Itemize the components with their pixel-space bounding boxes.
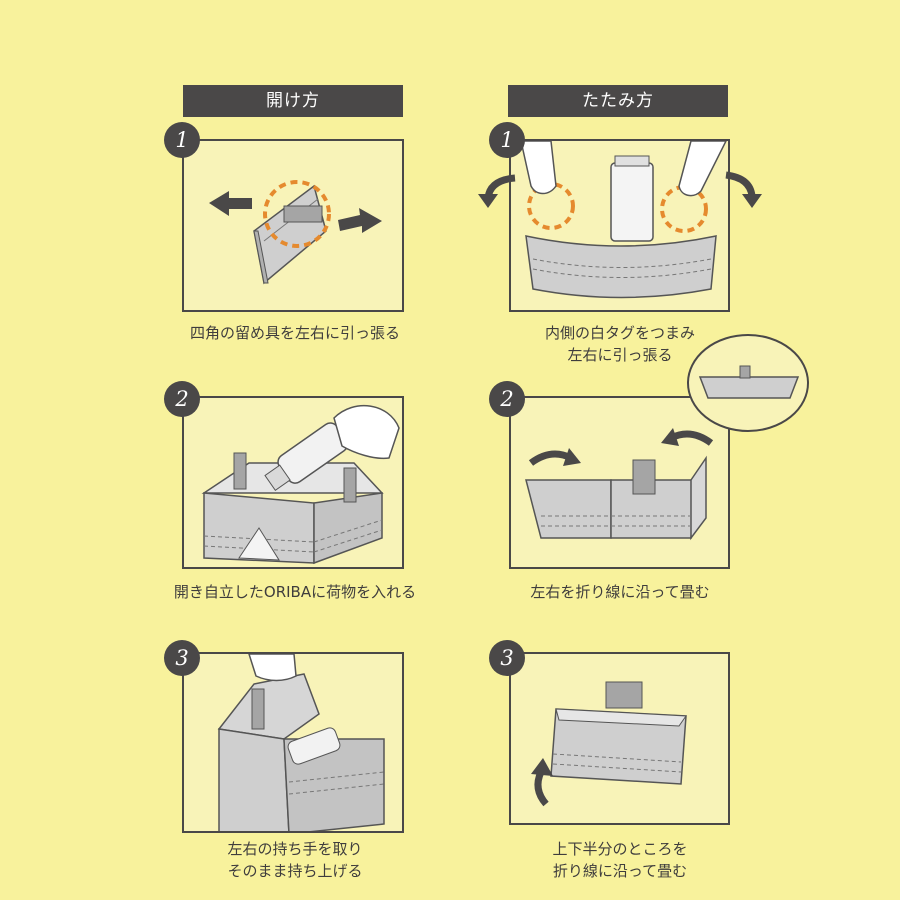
- fold-step1-illustration: [520, 141, 727, 299]
- step-badge-fold-2: 2: [489, 381, 525, 417]
- fold-step3-illustration: [531, 681, 687, 807]
- hand-icon: [520, 141, 557, 195]
- panel-fold-step-3: [509, 652, 730, 825]
- open-step3-illustration: [217, 654, 385, 831]
- caption-open-step-3: 左右の持ち手を取り そのまま持ち上げる: [160, 838, 430, 882]
- bottle-icon: [287, 727, 341, 765]
- caption-line: 四角の留め具を左右に引っ張る: [189, 324, 400, 342]
- circle-highlight-icon: [527, 182, 575, 230]
- panel-open-step-3: [182, 652, 404, 833]
- arrow-icon: [534, 770, 549, 807]
- step-badge-open-2: 2: [164, 381, 200, 417]
- panel-fold-step-1: [509, 139, 730, 312]
- box-icon: [525, 479, 612, 539]
- caption-fold-step-2: 左右を折り線に沿って畳む: [490, 581, 750, 603]
- header-fold-method: たたみ方: [508, 85, 728, 117]
- circle-highlight-icon: [660, 185, 708, 233]
- box-icon: [217, 673, 320, 740]
- caption-line: 上下半分のところを: [552, 840, 688, 858]
- caption-line: 開き自立したORIBAに荷物を入れる: [173, 583, 417, 601]
- caption-fold-step-3: 上下半分のところを 折り線に沿って畳む: [490, 838, 750, 882]
- caption-line: 左右を折り線に沿って畳む: [530, 583, 710, 601]
- open-step2-illustration: [201, 404, 400, 565]
- hand-icon: [248, 654, 297, 682]
- hand-icon: [678, 141, 727, 197]
- bottle-icon: [264, 422, 349, 491]
- caption-fold-step-1: 内側の白タグをつまみ 左右に引っ張る: [490, 322, 750, 366]
- step-badge-open-3: 3: [164, 640, 200, 676]
- box-icon: [525, 235, 717, 299]
- caption-line: 左右に引っ張る: [567, 346, 673, 364]
- caption-line: そのまま持ち上げる: [227, 862, 363, 880]
- open-step1-illustration: [209, 180, 382, 285]
- caption-line: 折り線に沿って畳む: [552, 862, 688, 880]
- caption-open-step-1: 四角の留め具を左右に引っ張る: [160, 322, 430, 344]
- caption-line: 左右の持ち手を取り: [227, 840, 363, 858]
- hand-icon: [333, 404, 400, 460]
- caption-line: 内側の白タグをつまみ: [544, 324, 695, 342]
- step-badge-fold-1: 1: [489, 122, 525, 158]
- fold-step2-illustration: [525, 428, 714, 541]
- arrow-icon: [338, 208, 382, 233]
- circle-highlight-icon: [263, 180, 331, 248]
- arrow-icon: [209, 191, 252, 216]
- panel-open-step-1: [182, 139, 404, 312]
- step-badge-fold-3: 3: [489, 640, 525, 676]
- bottle-icon: [610, 162, 654, 242]
- panel-open-step-2: [182, 396, 404, 569]
- caption-open-step-2: 開き自立したORIBAに荷物を入れる: [140, 581, 450, 603]
- header-open-method: 開け方: [183, 85, 403, 117]
- panel-fold-step-2: [509, 396, 730, 569]
- step-badge-open-1: 1: [164, 122, 200, 158]
